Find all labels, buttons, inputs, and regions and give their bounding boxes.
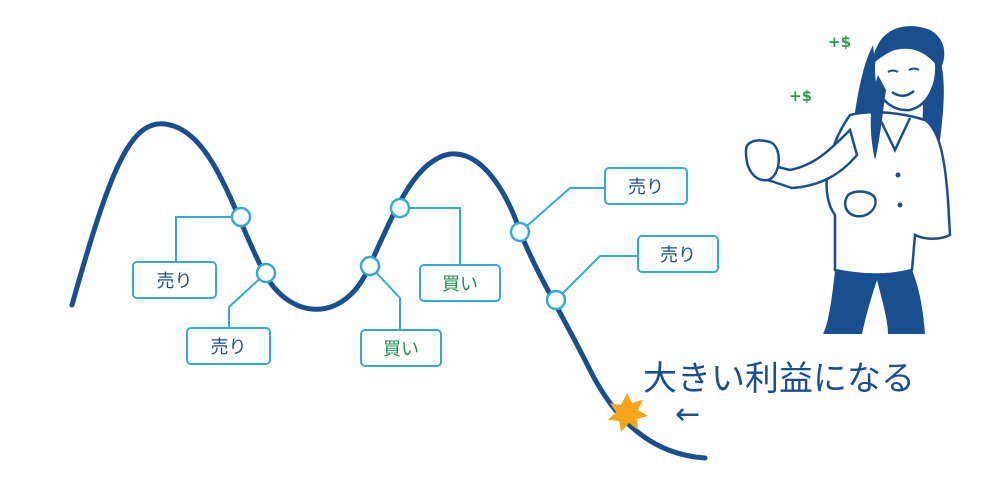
marker-buy-2 <box>359 255 381 277</box>
label-buy-1: 買い <box>419 264 501 302</box>
label-sell-3: 売り <box>604 167 688 205</box>
price-curve <box>69 121 708 461</box>
marker-sell-4 <box>545 289 567 311</box>
headline-big-profit: 大きい利益になる <box>643 359 915 399</box>
label-buy-2: 買い <box>360 329 442 367</box>
label-sell-1-text: 売り <box>157 271 193 292</box>
money-sparkle-icon: +$ <box>828 33 851 51</box>
label-buy-2-text: 買い <box>383 339 419 360</box>
connector-sell-2 <box>228 272 267 328</box>
marker-buy-1 <box>389 197 411 219</box>
label-sell-2-text: 売り <box>211 337 247 358</box>
marker-sell-3 <box>509 221 531 243</box>
arrow-left-icon: ← <box>675 397 700 432</box>
connector-lines <box>175 187 638 330</box>
marker-sell-1 <box>230 206 252 228</box>
star-burst-icon <box>608 393 648 432</box>
label-sell-2: 売り <box>186 327 271 365</box>
label-sell-1: 売り <box>132 261 217 299</box>
connector-sell-4 <box>555 255 638 301</box>
marker-sell-2 <box>255 262 277 284</box>
label-sell-4-text: 売り <box>660 245 696 266</box>
connector-sell-1 <box>175 216 241 262</box>
happy-woman-illustration <box>744 26 952 334</box>
label-sell-4: 売り <box>637 235 719 273</box>
connector-buy-2 <box>369 265 401 330</box>
connector-buy-1 <box>400 207 461 265</box>
connector-sell-3 <box>519 187 605 233</box>
label-sell-3-text: 売り <box>628 177 664 198</box>
money-sparkle-icon: +$ <box>789 87 812 105</box>
label-buy-1-text: 買い <box>442 274 478 295</box>
